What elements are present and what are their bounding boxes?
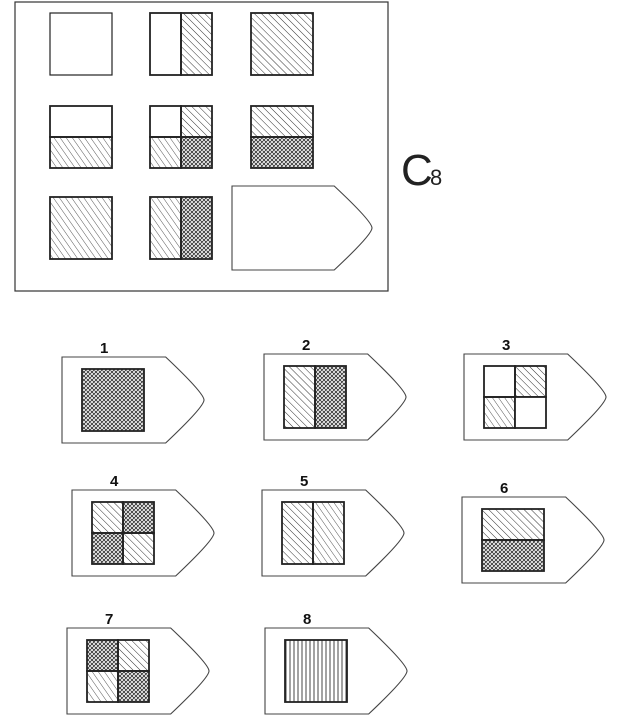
missing-answer-slot	[231, 185, 373, 271]
option-7[interactable]: 7	[66, 611, 210, 715]
option-1-figure	[81, 368, 145, 432]
option-2-number: 2	[302, 337, 310, 354]
option-3-number: 3	[502, 337, 510, 354]
option-5-number: 5	[300, 473, 308, 490]
option-7-number: 7	[105, 611, 113, 628]
option-6-figure	[481, 508, 545, 572]
option-5-figure	[281, 501, 345, 565]
matrix-frame	[14, 1, 389, 292]
option-6[interactable]: 6	[461, 480, 605, 584]
matrix-grid	[49, 12, 373, 271]
option-7-figure	[86, 639, 150, 703]
cell-2-1	[49, 105, 113, 169]
cell-1-1	[49, 12, 113, 76]
cell-1-2	[149, 12, 213, 76]
option-3[interactable]: 3	[463, 337, 607, 441]
answer-options: 1 2 3 4 5 6 7 8	[61, 337, 607, 715]
option-8[interactable]: 8	[264, 611, 408, 715]
option-4-number: 4	[110, 473, 119, 490]
cell-3-1	[49, 196, 113, 260]
cell-2-2	[149, 105, 213, 169]
option-8-number: 8	[303, 611, 311, 628]
option-1-number: 1	[100, 340, 108, 357]
option-8-figure	[284, 639, 348, 703]
option-4[interactable]: 4	[71, 473, 215, 577]
option-4-figure	[91, 501, 155, 565]
option-6-number: 6	[500, 480, 508, 497]
cell-2-3	[250, 105, 314, 169]
option-1[interactable]: 1	[61, 340, 205, 444]
puzzle-title-sub: 8	[430, 165, 442, 190]
option-2[interactable]: 2	[263, 337, 407, 441]
option-5[interactable]: 5	[261, 473, 405, 577]
cell-1-3	[250, 12, 314, 76]
puzzle-title: C	[401, 146, 433, 195]
option-2-figure	[283, 365, 347, 429]
cell-3-2	[149, 196, 213, 260]
option-3-figure	[483, 365, 547, 429]
